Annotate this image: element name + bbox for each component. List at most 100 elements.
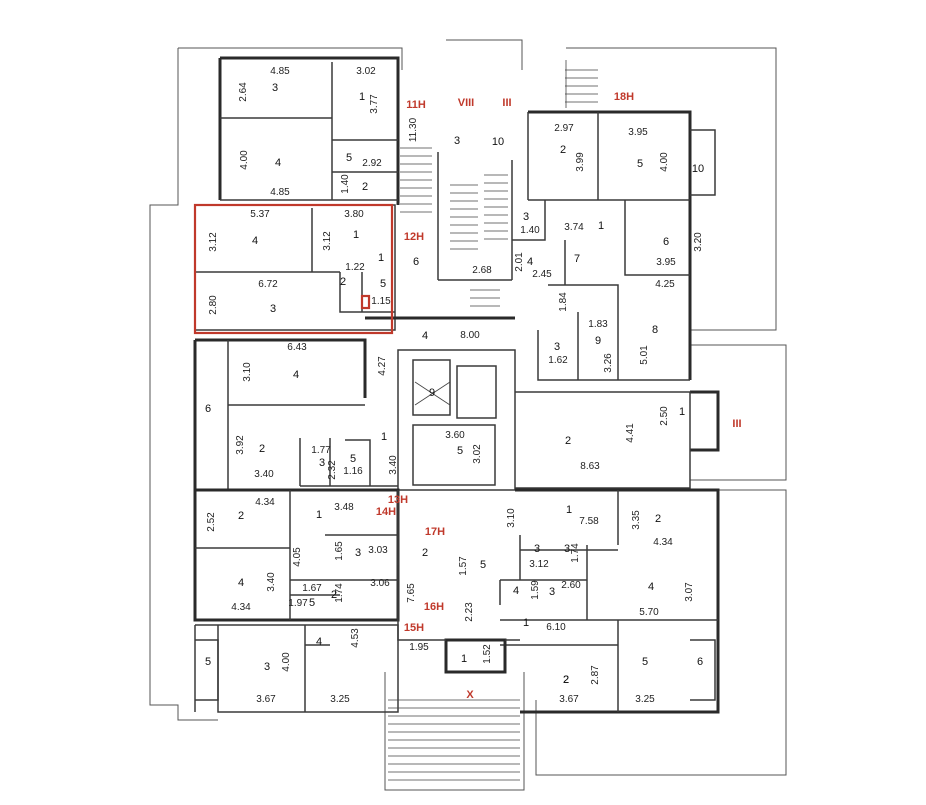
room-number: 5 (637, 158, 643, 170)
dimension-label: 1.57 (458, 556, 469, 576)
dimension-label: 3.06 (370, 578, 390, 589)
dimension-label: 1.40 (340, 174, 351, 194)
apartment-label-11h: 11H (406, 99, 426, 111)
dimension-label: 2.32 (327, 460, 338, 480)
room-number: 3 (319, 457, 325, 469)
dimension-label: 3.40 (254, 469, 274, 480)
dimension-label: 1.74 (334, 583, 345, 603)
room-number: 7 (574, 253, 580, 265)
dimension-label: 1.77 (311, 445, 331, 456)
dimension-label: 6.43 (287, 342, 307, 353)
dimension-label: 5.70 (639, 607, 659, 618)
dimension-label: 4.00 (239, 150, 250, 170)
dimension-label: 3.02 (472, 444, 483, 464)
room-number: 1 (461, 653, 467, 665)
dimension-label: 1.40 (520, 225, 540, 236)
room-number: 2 (560, 144, 566, 156)
dimension-label: 3.25 (330, 694, 350, 705)
dimension-label: 3.48 (334, 502, 354, 513)
room-number: 2 (422, 547, 428, 559)
dimension-label: 4.00 (281, 652, 292, 672)
room-number: 5 (480, 559, 486, 571)
room-number: 4 (513, 585, 519, 597)
dimension-label: 3.40 (388, 455, 399, 475)
dimension-label: 4.27 (377, 356, 388, 376)
room-number: 3 (554, 341, 560, 353)
room-number: 6 (663, 236, 669, 248)
room-number: 2 (362, 181, 368, 193)
dimension-label: 3.95 (656, 257, 676, 268)
room-number: 4 (527, 256, 533, 268)
dimension-label: 3.92 (235, 435, 246, 455)
dimension-label: 1.52 (482, 644, 493, 664)
dimension-label: 1.16 (343, 466, 363, 477)
dimension-label: 4.41 (625, 423, 636, 443)
room-number: 9 (429, 387, 435, 399)
room-number: 5 (457, 445, 463, 457)
room-number: 3 (355, 547, 361, 559)
room-number: 5 (642, 656, 648, 668)
dimension-label: 6.10 (546, 622, 566, 633)
room-number: 6 (413, 256, 419, 268)
dimension-label: 3.60 (445, 430, 465, 441)
dimension-label: 3.20 (693, 232, 704, 252)
room-number: 3 (564, 543, 570, 555)
dimension-label: 3.74 (564, 222, 584, 233)
room-number: 2 (563, 674, 569, 686)
room-number: 1 (598, 220, 604, 232)
room-number: 4 (648, 581, 654, 593)
room-number: 1 (378, 252, 384, 264)
dimension-label: 2.68 (472, 265, 492, 276)
dimension-label: 11.30 (408, 117, 419, 142)
room-number: 2 (331, 589, 337, 601)
dimension-label: 4.85 (270, 187, 290, 198)
outer-boundaries (149, 39, 787, 791)
room-number: 1 (353, 229, 359, 241)
dimension-label: 5.37 (250, 209, 270, 220)
dimension-label: 3.12 (208, 232, 219, 252)
room-number: 1 (381, 431, 387, 443)
apartment-label-viii: VIII (458, 97, 475, 109)
apartment-label-17h: 17H (425, 526, 445, 538)
dimension-label: 3.03 (368, 545, 388, 556)
dimension-label: 2.23 (464, 602, 475, 622)
dimension-label: 3.10 (506, 508, 517, 528)
dimension-label: 1.95 (409, 642, 429, 653)
dimension-label: 3.67 (559, 694, 579, 705)
apartment-label-iii-top: III (502, 97, 511, 109)
room-number: 5 (346, 152, 352, 164)
room-number: 1 (359, 91, 365, 103)
highlight-marker (360, 294, 371, 310)
dimension-label: 4.34 (255, 497, 275, 508)
dimension-label: 4.05 (292, 547, 303, 567)
dimension-label: 2.01 (514, 252, 525, 272)
apartment-label-x: X (466, 689, 474, 701)
room-number: 3 (270, 303, 276, 315)
room-number: 5 (309, 597, 315, 609)
room-number: 4 (238, 577, 244, 589)
dimension-label: 2.64 (238, 82, 249, 102)
room-number: 4 (293, 369, 299, 381)
room-number: 4 (252, 235, 258, 247)
dimension-label: 1.59 (530, 580, 541, 600)
room-number: 3 (523, 211, 529, 223)
dimension-label: 3.12 (529, 559, 549, 570)
dimension-label: 2.80 (208, 295, 219, 315)
dimension-label: 1.67 (302, 583, 322, 594)
dimension-label: 3.80 (344, 209, 364, 220)
room-number: 2 (259, 443, 265, 455)
dimension-label: 1.84 (558, 292, 569, 312)
apartment-label-18h: 18H (614, 91, 634, 103)
dimension-label: 2.97 (554, 123, 574, 134)
highlighted-apartment-outline (193, 203, 394, 335)
dimension-label: 2.87 (590, 665, 601, 685)
dimension-label: 3.07 (684, 582, 695, 602)
dimension-label: 1.97 (288, 598, 308, 609)
dimension-label: 3.35 (631, 510, 642, 530)
dimension-label: 2.92 (362, 158, 382, 169)
apartment-label-12h: 12H (404, 231, 424, 243)
room-number: 6 (205, 403, 211, 415)
room-number: 2 (563, 674, 569, 686)
